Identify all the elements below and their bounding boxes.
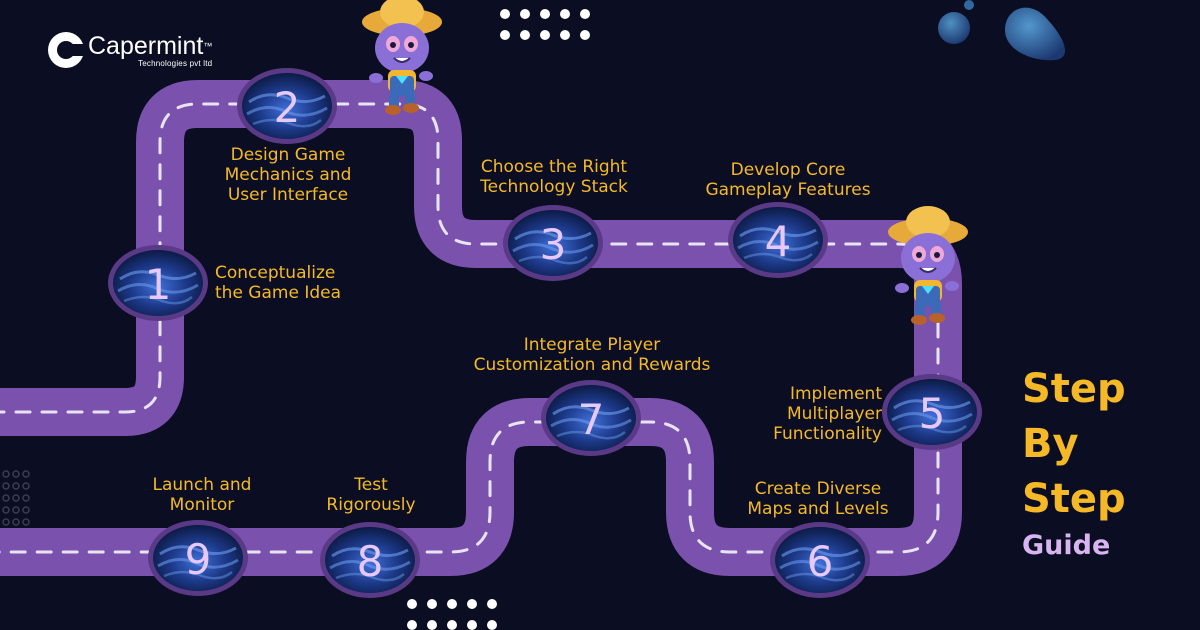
- step-label-2: Design Game Mechanics and User Interface: [224, 145, 352, 205]
- step-label-4: Develop Core Gameplay Features: [705, 160, 871, 200]
- step-number-3: 3: [540, 220, 567, 269]
- step-marker-2: 2: [235, 66, 339, 146]
- step-label-3: Choose the Right Technology Stack: [480, 157, 628, 197]
- brand-name: Capermint: [88, 31, 204, 60]
- trademark-symbol: ™: [203, 40, 213, 51]
- step-number-1: 1: [145, 260, 172, 309]
- step-number-8: 8: [357, 537, 384, 586]
- step-number-6: 6: [807, 537, 834, 586]
- dot-grid-bottom: [407, 599, 497, 630]
- step-label-5: Implement Multiplayer Functionality: [773, 384, 882, 444]
- title-line-step-2: Step: [1022, 476, 1126, 522]
- step-marker-9: 9: [146, 518, 250, 598]
- step-marker-7: 7: [539, 378, 643, 458]
- step-label-1: Conceptualize the Game Idea: [215, 263, 341, 303]
- title-line-by: By: [1022, 421, 1079, 467]
- brand-tagline: Technologies pvt ltd: [138, 58, 213, 68]
- bubble-decoration: [938, 0, 1066, 61]
- step-marker-4: 4: [726, 200, 830, 280]
- step-label-8: Test Rigorously: [326, 475, 416, 515]
- step-marker-3: 3: [501, 203, 605, 283]
- capermint-logo-icon: [48, 32, 86, 68]
- step-number-5: 5: [919, 389, 946, 438]
- page-title: Step By Step Guide: [1022, 362, 1126, 563]
- dot-grid-left: [2, 470, 30, 526]
- title-line-step: Step: [1022, 366, 1126, 412]
- brand-logo: Capermint™ Technologies pvt ltd: [48, 32, 212, 68]
- step-marker-8: 8: [318, 520, 422, 600]
- step-number-9: 9: [185, 535, 212, 584]
- dot-grid-top: [500, 9, 590, 40]
- step-number-2: 2: [274, 83, 301, 132]
- road-path: [0, 80, 962, 576]
- step-marker-1: 1: [106, 243, 210, 323]
- step-label-9: Launch and Monitor: [152, 475, 252, 515]
- step-label-6: Create Diverse Maps and Levels: [747, 479, 889, 519]
- step-number-4: 4: [765, 217, 792, 266]
- step-number-7: 7: [578, 395, 605, 444]
- step-marker-5: 5: [880, 372, 984, 452]
- title-guide: Guide: [1022, 530, 1111, 561]
- step-label-7: Integrate Player Customization and Rewar…: [473, 335, 711, 375]
- step-marker-6: 6: [768, 520, 872, 600]
